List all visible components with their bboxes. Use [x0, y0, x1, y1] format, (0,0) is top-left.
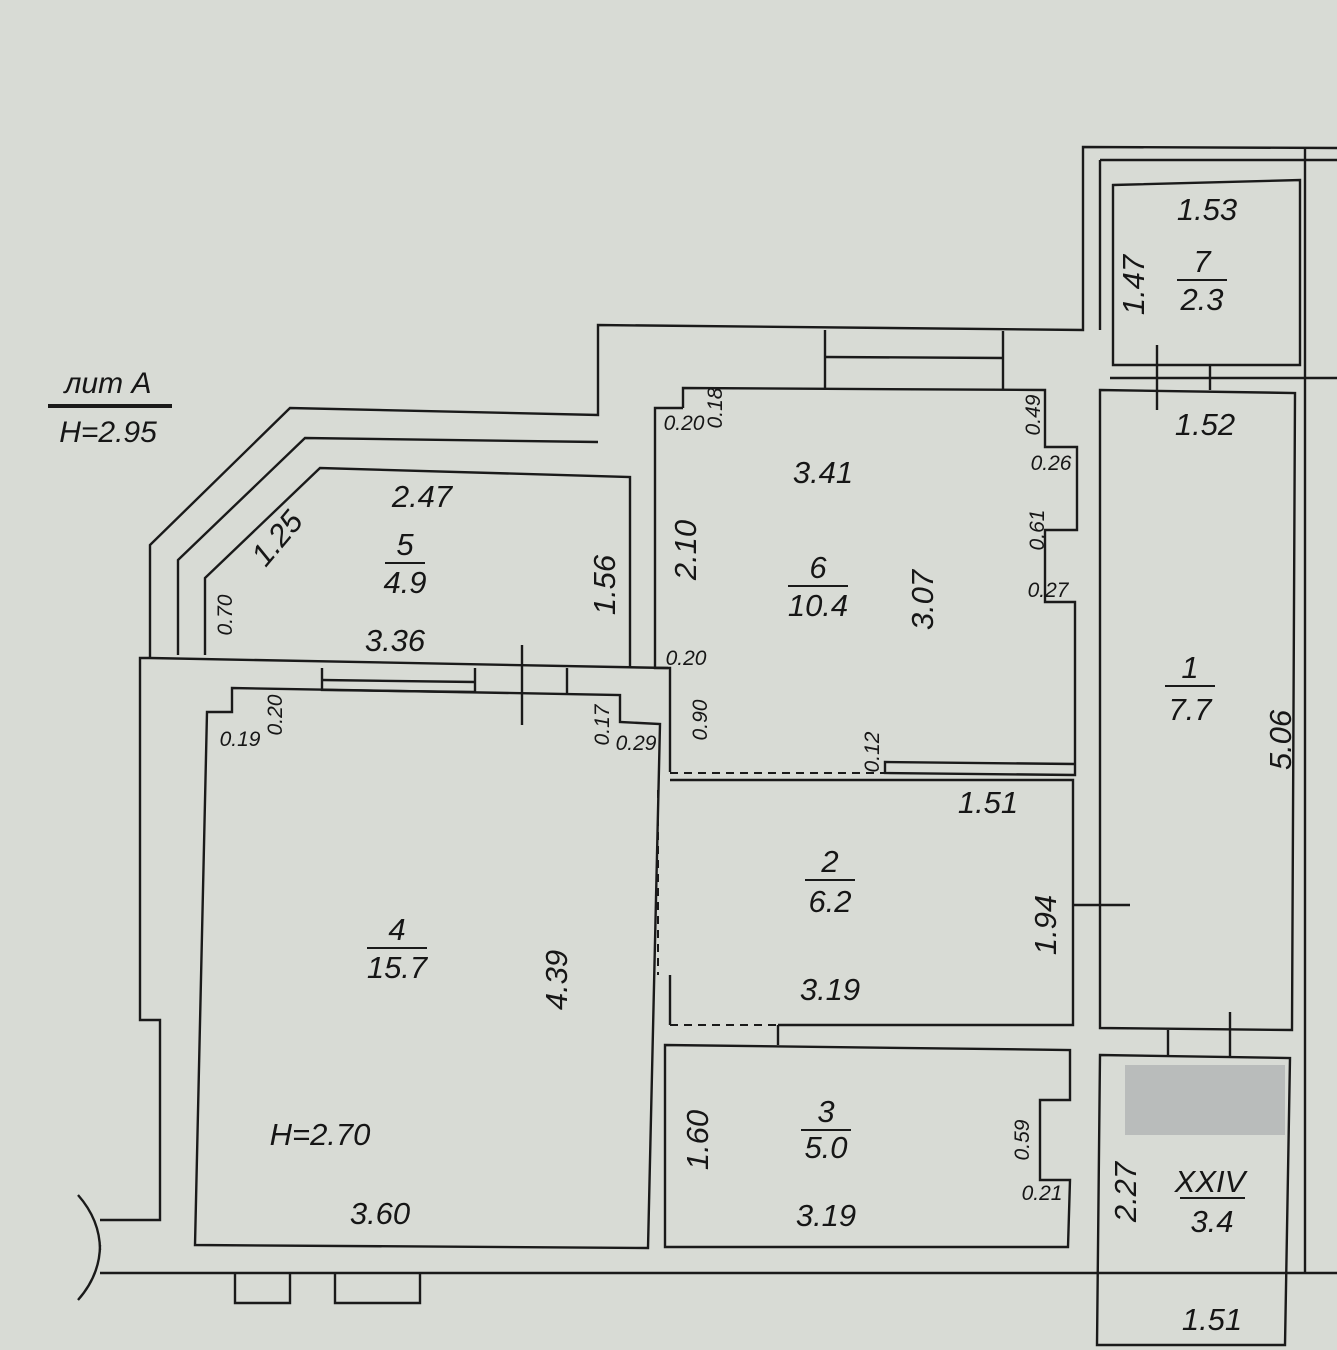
dim: 0.26	[1031, 452, 1072, 475]
room-area: 2.3	[1179, 282, 1223, 317]
dim: 0.18	[704, 387, 727, 428]
dim: 0.20	[664, 412, 705, 435]
dim: 0.90	[689, 699, 712, 740]
dim: 0.27	[1028, 579, 1070, 602]
room-2: 1.51 2 6.2 1.94 3.19	[800, 785, 1063, 1007]
room-area: 4.9	[383, 565, 426, 600]
dim: 4.39	[539, 950, 574, 1010]
room-height: H=2.70	[270, 1117, 371, 1152]
height-label: H=2.95	[59, 416, 157, 449]
dim: 0.21	[1022, 1182, 1063, 1205]
liter-label: лит А	[63, 367, 152, 400]
dim: 2.27	[1108, 1160, 1143, 1223]
dim: 1.60	[680, 1110, 715, 1170]
room-number: 1	[1181, 650, 1198, 685]
dim: 3.19	[800, 972, 860, 1007]
dim: 3.36	[365, 623, 426, 658]
room-area: 7.7	[1168, 692, 1213, 727]
dim: 5.06	[1263, 709, 1298, 770]
room-number: 3	[817, 1094, 834, 1129]
dim: 1.51	[958, 785, 1018, 820]
room-number: 4	[388, 912, 405, 947]
dim: 0.70	[214, 594, 237, 635]
dim: 3.19	[796, 1198, 856, 1233]
room-number: XXIV	[1174, 1164, 1249, 1199]
room-7: 1.53 1.47 7 2.3	[1116, 192, 1237, 317]
dim: 3.60	[350, 1196, 410, 1231]
dim: 0.49	[1022, 394, 1045, 435]
dim: 0.29	[616, 732, 657, 755]
room-3: 1.60 3 5.0 0.59 0.21 3.19	[680, 1094, 1062, 1233]
dim: 0.19	[220, 728, 261, 751]
room-area: 6.2	[808, 884, 851, 919]
dim: 0.59	[1011, 1119, 1034, 1160]
room-number: 7	[1193, 244, 1212, 279]
room-4: 0.20 0.19 0.17 0.29 4 15.7 4.39 H=2.70 3…	[220, 694, 657, 1231]
dim: 2.47	[391, 479, 454, 514]
room-number: 5	[396, 527, 414, 562]
room-number: 2	[820, 844, 838, 879]
dim: 3.07	[905, 568, 940, 630]
walls	[77, 145, 1337, 1347]
blurred-area	[1125, 1065, 1285, 1135]
room-area: 5.0	[804, 1130, 847, 1165]
dim: 1.47	[1116, 253, 1151, 315]
room-area: 15.7	[367, 950, 429, 985]
dim: 0.17	[591, 703, 614, 745]
dim: 1.94	[1028, 895, 1063, 955]
dim: 3.41	[793, 455, 853, 490]
room-area: 10.4	[788, 588, 848, 623]
dim: 0.20	[264, 694, 287, 735]
room-5: 2.47 1.25 5 4.9 1.56 0.70 3.36	[214, 479, 622, 658]
dim: 0.61	[1026, 510, 1049, 551]
room-xxiv: 2.27 XXIV 3.4 1.51	[1108, 1160, 1249, 1337]
room-6: 0.20 0.18 3.41 2.10 6 10.4 3.07 0.49 0.2…	[664, 387, 1072, 772]
room-number: 6	[809, 550, 827, 585]
dim: 1.56	[587, 554, 622, 615]
dim: 0.12	[861, 731, 884, 772]
dim: 0.20	[666, 647, 707, 670]
room-1: 1.52 1 7.7 5.06	[1165, 407, 1298, 770]
dim: 1.51	[1182, 1302, 1242, 1337]
room-area: 3.4	[1190, 1204, 1233, 1239]
dim: 2.10	[668, 520, 703, 581]
dim: 1.25	[244, 503, 310, 572]
dim: 1.53	[1177, 192, 1237, 227]
dim: 1.52	[1175, 407, 1235, 442]
